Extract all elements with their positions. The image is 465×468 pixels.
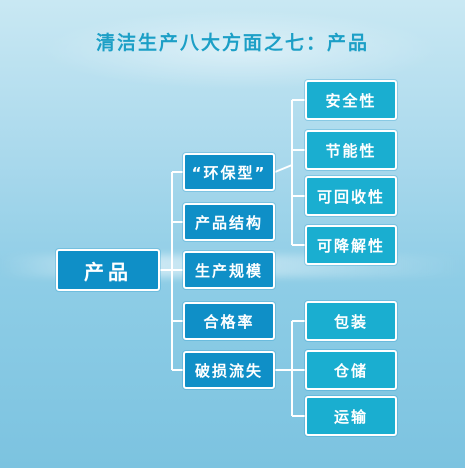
connector-branch0-leaves (274, 99, 305, 246)
leaf-node-energy-saving: 节能性 (305, 130, 397, 170)
branch-node-pass-rate: 合格率 (183, 302, 275, 340)
leaf-node-storage: 仓储 (305, 350, 397, 390)
branch-node-scale: 生产规模 (183, 251, 275, 289)
connector-root-branches (160, 171, 183, 371)
leaf-node-degradable: 可降解性 (305, 225, 397, 265)
leaf-node-packaging: 包装 (305, 301, 397, 341)
branch-node-loss: 破损流失 (183, 351, 275, 389)
root-node: 产品 (56, 249, 160, 291)
leaf-node-safety: 安全性 (305, 80, 397, 120)
leaf-node-recyclable: 可回收性 (305, 176, 397, 216)
connector-branch4-leaves (275, 320, 305, 417)
branch-node-structure: 产品结构 (183, 203, 275, 241)
diagram-title: 清洁生产八大方面之七：产品 (95, 32, 369, 54)
background-glow (40, 10, 440, 90)
branch-node-eco: “环保型” (183, 153, 275, 191)
leaf-node-transport: 运输 (305, 396, 397, 436)
